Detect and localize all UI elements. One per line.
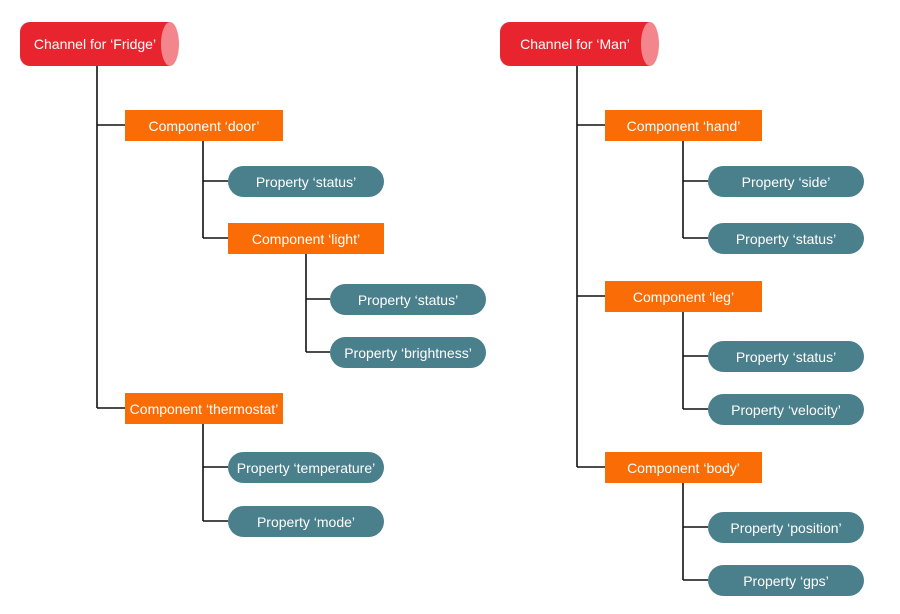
channel-node-fridge: Channel for ‘Fridge’ bbox=[20, 22, 179, 66]
property-node-leg-status: Property ‘status’ bbox=[708, 341, 864, 372]
property-label: Property ‘brightness’ bbox=[344, 344, 472, 361]
channel-node-man: Channel for ‘Man’ bbox=[500, 22, 659, 66]
property-label: Property ‘temperature’ bbox=[236, 459, 376, 476]
channel-cylinder-cap bbox=[641, 22, 659, 66]
component-node-leg: Component ‘leg’ bbox=[605, 281, 762, 312]
channel-cylinder-cap bbox=[161, 22, 179, 66]
property-label: Property ‘mode’ bbox=[256, 513, 356, 530]
component-node-hand: Component ‘hand’ bbox=[605, 110, 762, 141]
channel-label: Channel for ‘Fridge’ bbox=[33, 36, 157, 52]
property-node-body-position: Property ‘position’ bbox=[708, 512, 864, 543]
component-label: Component ‘light’ bbox=[251, 230, 361, 247]
property-label: Property ‘position’ bbox=[730, 519, 842, 536]
property-label: Property ‘status’ bbox=[735, 348, 837, 365]
component-label: Component ‘body’ bbox=[627, 459, 740, 476]
component-node-door: Component ‘door’ bbox=[125, 110, 283, 141]
property-label: Property ‘side’ bbox=[741, 173, 831, 190]
property-node-light-status: Property ‘status’ bbox=[330, 284, 486, 315]
property-node-door-status: Property ‘status’ bbox=[228, 166, 384, 197]
component-label: Component ‘thermostat’ bbox=[129, 400, 279, 417]
property-label: Property ‘velocity’ bbox=[731, 401, 841, 418]
property-node-thermostat-mode: Property ‘mode’ bbox=[228, 506, 384, 537]
component-node-thermostat: Component ‘thermostat’ bbox=[125, 393, 283, 424]
component-label: Component ‘hand’ bbox=[626, 117, 741, 134]
component-label: Component ‘leg’ bbox=[632, 288, 735, 305]
property-label: Property ‘gps’ bbox=[743, 572, 829, 589]
property-node-thermostat-temperature: Property ‘temperature’ bbox=[228, 452, 384, 483]
property-node-light-brightness: Property ‘brightness’ bbox=[330, 337, 486, 368]
component-label: Component ‘door’ bbox=[148, 117, 260, 134]
component-node-body: Component ‘body’ bbox=[605, 452, 762, 483]
component-node-light: Component ‘light’ bbox=[228, 223, 384, 254]
channel-label: Channel for ‘Man’ bbox=[520, 36, 630, 52]
property-label: Property ‘status’ bbox=[255, 173, 357, 190]
property-node-leg-velocity: Property ‘velocity’ bbox=[708, 394, 864, 425]
property-label: Property ‘status’ bbox=[735, 230, 837, 247]
property-node-hand-side: Property ‘side’ bbox=[708, 166, 864, 197]
property-node-hand-status: Property ‘status’ bbox=[708, 223, 864, 254]
property-label: Property ‘status’ bbox=[357, 291, 459, 308]
property-node-body-gps: Property ‘gps’ bbox=[708, 565, 864, 596]
